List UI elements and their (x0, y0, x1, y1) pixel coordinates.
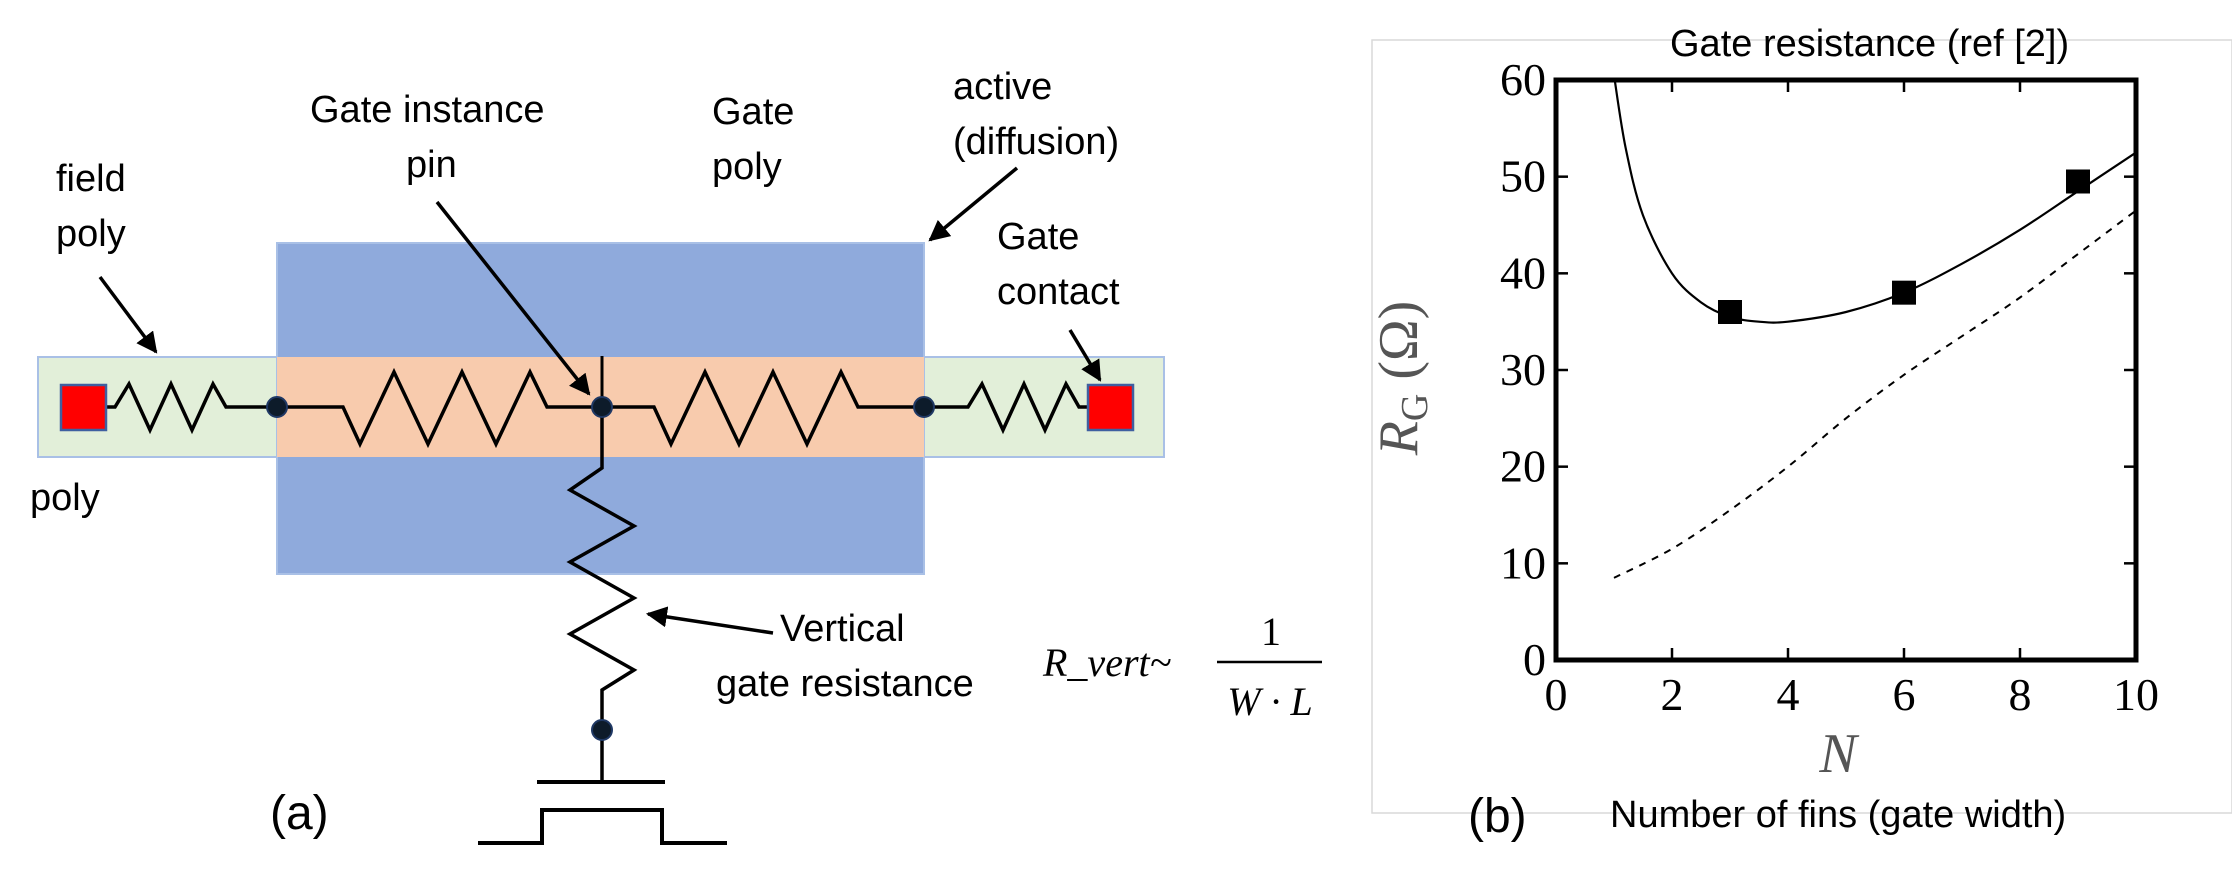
data-marker (2066, 169, 2090, 194)
dashed-series-line (1613, 209, 2136, 579)
label-gate-instance-pin-1: Gate instance (310, 89, 544, 131)
x-tick-label: 4 (1777, 669, 1800, 720)
y-tick-label: 50 (1500, 151, 1546, 202)
gate-poly-resistor-right (602, 367, 924, 449)
arrow-active-diffusion (928, 166, 1019, 242)
y-axis-label: RG (Ω) (1368, 301, 1436, 457)
label-vertical-1: Vertical (780, 608, 905, 650)
solid-series-line (1613, 80, 2136, 324)
panel-a-tag: (a) (270, 787, 329, 840)
arrow-field-poly (98, 275, 158, 354)
label-gate-instance-pin-2: pin (406, 144, 457, 186)
y-tick-label: 60 (1500, 54, 1546, 105)
data-marker (1892, 280, 1916, 305)
arrow-gate-contact (1068, 329, 1102, 382)
panel-b-frame (1371, 39, 2232, 814)
node-transistor-gate (591, 719, 613, 741)
y-tick-label: 10 (1500, 537, 1546, 588)
plot-frame (1553, 77, 2139, 663)
node-gate-instance-pin (591, 396, 613, 418)
node-right-boundary (913, 396, 935, 418)
label-active-1: active (953, 66, 1052, 108)
y-tick-label: 40 (1500, 247, 1546, 298)
arrow-gate-instance-pin (435, 200, 591, 396)
label-gate-contact-2: contact (997, 271, 1120, 313)
label-gate-contact-1: Gate (997, 216, 1079, 258)
x-tick-label: 0 (1545, 669, 1568, 720)
field-poly-resistor-right (924, 379, 1110, 435)
label-vertical-2: gate resistance (716, 663, 974, 705)
chart-title: Gate resistance (ref [2]) (1670, 23, 2069, 65)
label-field-poly-2: poly (56, 213, 126, 255)
plot: 0 2 4 6 8 10 0 10 20 30 40 50 60N RG (Ω) (1368, 54, 2159, 785)
node-left-boundary (266, 396, 288, 418)
label-gate-poly-2: poly (712, 146, 782, 188)
y-tick-label: 30 (1500, 344, 1546, 395)
panel-b: Gate resistance (ref [2]) (b) Number of … (1368, 23, 2232, 843)
formula-numerator: 1 (1261, 609, 1281, 654)
label-active-2: (diffusion) (953, 121, 1119, 163)
panel-b-tag: (b) (1468, 790, 1527, 843)
field-poly-resistor-left (84, 379, 277, 435)
label-field-poly-1: field (56, 158, 126, 200)
label-poly: poly (30, 477, 100, 519)
arrow-vertical-resistance (645, 606, 774, 635)
gate-contact-right (1086, 383, 1135, 432)
x-tick-label: 6 (1893, 669, 1916, 720)
x-axis-description: Number of fins (gate width) (1610, 794, 2066, 836)
x-tick-label: 2 (1661, 669, 1684, 720)
y-tick-label: 20 (1500, 441, 1546, 492)
formula-lhs: R_vert~ (1042, 640, 1172, 685)
transistor-channel (478, 808, 727, 845)
x-tick-label: 8 (2009, 669, 2032, 720)
gate-poly-resistor-left (277, 367, 602, 449)
panel-a: field poly poly Gate instance pin Gate p… (30, 66, 1322, 845)
x-axis-label: N (1818, 723, 1859, 785)
vertical-gate-resistor (566, 407, 638, 730)
label-gate-poly-1: Gate (712, 91, 794, 133)
y-tick-label: 0 (1523, 634, 1546, 685)
gate-contact-left (59, 383, 108, 432)
formula-denominator: W · L (1227, 679, 1313, 724)
x-tick-label: 10 (2113, 669, 2159, 720)
data-marker (1718, 300, 1742, 324)
